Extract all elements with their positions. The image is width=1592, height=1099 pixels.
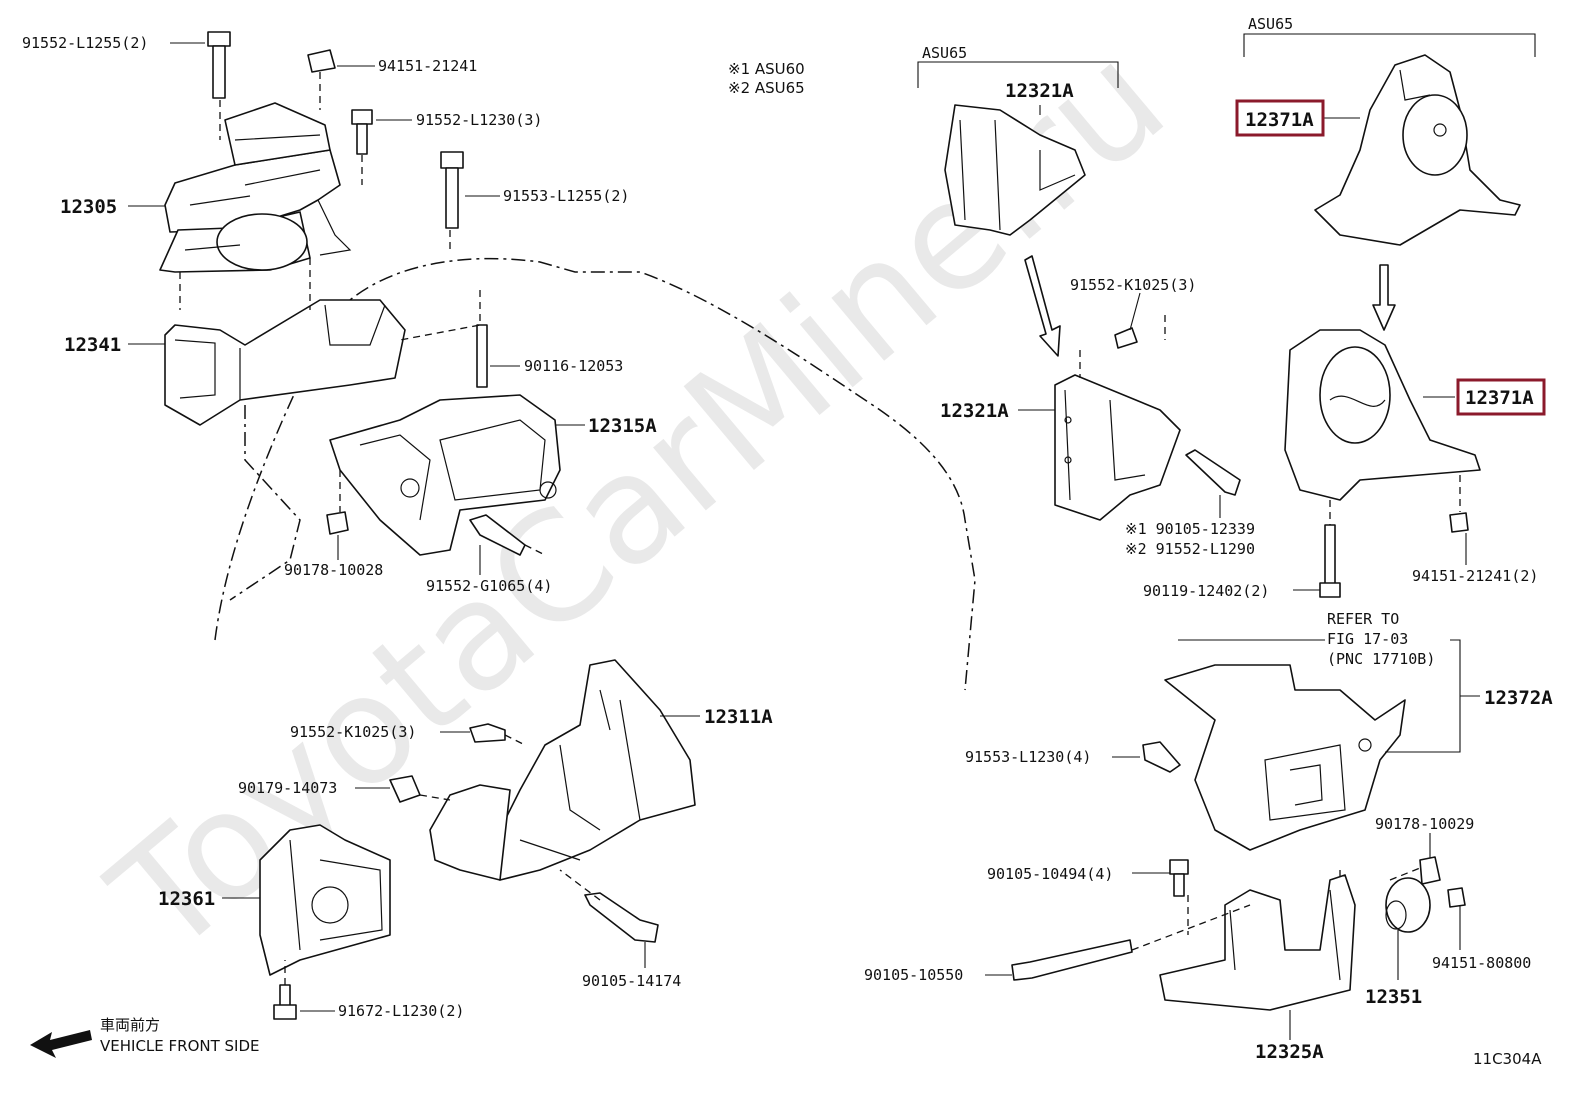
label-91552-L1230: 91552-L1230(3)	[416, 111, 542, 129]
label-90116-12053: 90116-12053	[524, 357, 623, 375]
leader-lines	[128, 42, 1480, 1040]
direction-en: VEHICLE FRONT SIDE	[100, 1037, 260, 1055]
figure-code: 11C304A	[1473, 1050, 1542, 1068]
engine-mount-12371A-top	[1314, 54, 1521, 246]
label-91552-K1025-left: 91552-K1025(3)	[290, 723, 416, 741]
label-91552-G1065: 91552-G1065(4)	[426, 577, 552, 595]
label-91672-L1230: 91672-L1230(2)	[338, 1002, 464, 1020]
note-asu60: ※1 ASU60	[728, 60, 805, 78]
label-94151-80800: 94151-80800	[1432, 954, 1531, 972]
label-90119-12402: 90119-12402(2)	[1143, 582, 1269, 600]
bracket-12341	[164, 299, 406, 426]
range-bracket-right	[1243, 33, 1536, 57]
label-91553-L1230: 91553-L1230(4)	[965, 748, 1091, 766]
bracket-12325A	[1159, 874, 1356, 1011]
bracket-12321A-top	[944, 104, 1086, 236]
label-12325A: 12325A	[1255, 1041, 1324, 1063]
bracket-12315A	[329, 394, 561, 556]
range-label-right: ASU65	[1248, 15, 1293, 33]
label-91552-L1255: 91552-L1255(2)	[22, 34, 148, 52]
arrow-front-icon	[30, 1030, 92, 1058]
label-91553-L1255: 91553-L1255(2)	[503, 187, 629, 205]
label-12372A: 12372A	[1484, 687, 1553, 709]
label-94151-21241-top: 94151-21241	[378, 57, 477, 75]
engine-outline	[214, 257, 976, 691]
label-12311A: 12311A	[704, 706, 773, 728]
bracket-12321A-mid	[1054, 374, 1181, 521]
label-12351: 12351	[1365, 986, 1422, 1008]
label-94151-21241-right: 94151-21241(2)	[1412, 567, 1538, 585]
label-90105-12339: ※1 90105-12339	[1125, 520, 1255, 538]
bracket-12311A	[429, 659, 696, 881]
highlight-12371A-top[interactable]	[1235, 99, 1325, 137]
label-12361: 12361	[158, 888, 215, 910]
assembly-arrow-icon	[1024, 255, 1396, 357]
label-12371A-mid[interactable]: 12371A	[1465, 387, 1534, 409]
label-90105-14174: 90105-14174	[582, 972, 681, 990]
highlight-12371A-mid[interactable]	[1456, 378, 1546, 416]
bushing-12351	[1385, 877, 1431, 933]
label-12321A-top: 12321A	[1005, 80, 1074, 102]
engine-outline-left	[229, 405, 301, 601]
engine-mount-12371A-mid	[1284, 329, 1481, 501]
engine-mount-12372A	[1164, 664, 1406, 851]
refer-line1: REFER TO	[1327, 610, 1399, 628]
engine-mount-12361	[259, 824, 391, 976]
label-91552-K1025-right: 91552-K1025(3)	[1070, 276, 1196, 294]
label-12371A-top[interactable]: 12371A	[1245, 109, 1314, 131]
label-90105-10550: 90105-10550	[864, 966, 963, 984]
label-12341: 12341	[64, 334, 121, 356]
range-bracket-left	[917, 61, 1119, 88]
direction-jp: 車両前方	[100, 1016, 160, 1034]
bolt-icon	[207, 31, 1469, 1020]
label-90178-10029: 90178-10029	[1375, 815, 1474, 833]
refer-line3: (PNC 17710B)	[1327, 650, 1435, 668]
refer-line2: FIG 17-03	[1327, 630, 1408, 648]
label-90105-10494: 90105-10494(4)	[987, 865, 1113, 883]
note-asu65: ※2 ASU65	[728, 79, 805, 97]
label-91552-L1290: ※2 91552-L1290	[1125, 540, 1255, 558]
label-12305: 12305	[60, 196, 117, 218]
label-12321A-mid: 12321A	[940, 400, 1009, 422]
engine-mount-12305	[159, 102, 352, 273]
label-90179-14073: 90179-14073	[238, 779, 337, 797]
label-12315A: 12315A	[588, 415, 657, 437]
assembly-lines	[179, 72, 1461, 985]
label-90178-10028: 90178-10028	[284, 561, 383, 579]
range-label-left: ASU65	[922, 44, 967, 62]
